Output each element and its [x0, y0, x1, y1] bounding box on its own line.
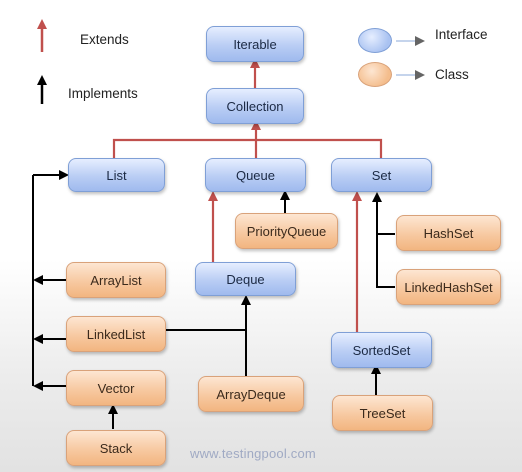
legend-extends-label: Extends [80, 32, 129, 47]
node-arraydeque[interactable]: ArrayDeque [198, 376, 304, 412]
watermark-text: www.testingpool.com [190, 446, 316, 461]
node-hashset[interactable]: HashSet [396, 215, 501, 251]
legend-implements-label: Implements [68, 86, 138, 101]
edge-linkedlist-deque [166, 295, 251, 331]
node-priorityqueue[interactable]: PriorityQueue [235, 213, 338, 249]
node-stack[interactable]: Stack [66, 430, 166, 466]
legend-class-label: Class [435, 67, 469, 82]
legend-interface-swatch [358, 28, 392, 53]
node-list[interactable]: List [68, 158, 165, 192]
node-set[interactable]: Set [331, 158, 432, 192]
edge-list-queue-set-collection [112, 138, 383, 158]
node-linkedhashset[interactable]: LinkedHashSet [396, 269, 501, 305]
node-iterable[interactable]: Iterable [206, 26, 304, 62]
node-deque[interactable]: Deque [195, 262, 296, 296]
node-collection[interactable]: Collection [206, 88, 304, 124]
node-treeset[interactable]: TreeSet [332, 395, 433, 431]
edge-hashset-linkedhashset-set [376, 233, 395, 288]
legend-class-swatch [358, 62, 392, 87]
node-arraylist[interactable]: ArrayList [66, 262, 166, 298]
node-queue[interactable]: Queue [205, 158, 306, 192]
node-sortedset[interactable]: SortedSet [331, 332, 432, 368]
node-vector[interactable]: Vector [66, 370, 166, 406]
legend-interface-label: Interface [435, 27, 488, 42]
node-linkedlist[interactable]: LinkedList [66, 316, 166, 352]
